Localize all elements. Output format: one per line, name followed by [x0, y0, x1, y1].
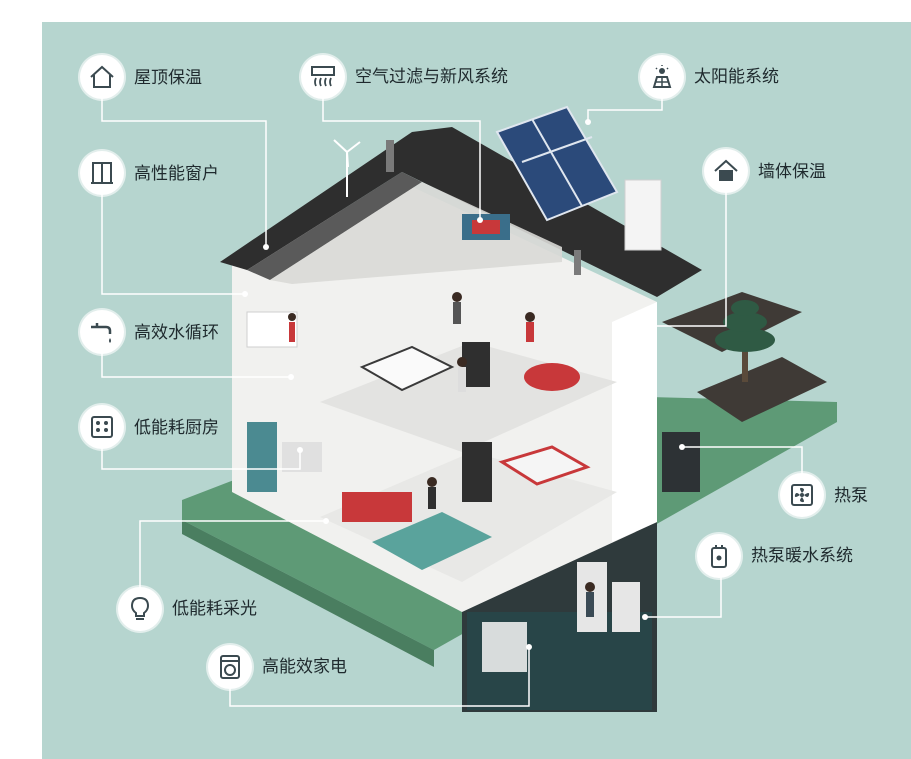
- label-roof-insulation: 屋顶保温: [134, 68, 202, 88]
- stove-icon: [80, 405, 124, 449]
- solar-panel-icon: [640, 55, 684, 99]
- label-heat-pump-hot-water: 热泵暖水系统: [751, 546, 853, 566]
- chimney: [624, 179, 662, 251]
- leader-windows: [101, 193, 245, 295]
- garden-bed: [697, 357, 827, 422]
- leader-appliances: [229, 647, 530, 707]
- red-rug: [524, 363, 580, 391]
- label-low-energy-kitchen: 低能耗厨房: [134, 418, 219, 438]
- label-low-energy-lighting: 低能耗采光: [172, 599, 257, 619]
- leader-solar: [587, 90, 663, 122]
- solar-panel: [495, 105, 619, 222]
- faucet-icon: [80, 310, 124, 354]
- roof: [220, 127, 702, 297]
- leader-water: [101, 352, 291, 378]
- label-heat-pump: 热泵: [834, 486, 868, 506]
- infographic-canvas: 屋顶保温 高性能窗户 高效水循环 低能耗厨房 低能耗采光 高能效家电 空气过滤与…: [42, 22, 911, 759]
- lightbulb-icon: [118, 587, 162, 631]
- fan-icon: [780, 473, 824, 517]
- heat-pump-unit: [662, 432, 700, 492]
- bed: [359, 345, 455, 392]
- leader-lighting: [139, 520, 326, 595]
- leader-ventilation: [322, 97, 481, 220]
- leader-endpoints: [242, 119, 685, 650]
- label-air-filtration-ventilation: 空气过滤与新风系统: [355, 67, 508, 87]
- washing-machine-icon: [208, 645, 252, 689]
- wind-turbine: [333, 139, 361, 197]
- label-efficient-water-cycle: 高效水循环: [134, 323, 219, 343]
- window-icon: [80, 151, 124, 195]
- label-efficient-appliances: 高能效家电: [262, 657, 347, 677]
- leader-roof: [101, 97, 267, 247]
- sofa: [342, 492, 412, 522]
- label-solar-system: 太阳能系统: [694, 67, 779, 87]
- label-wall-insulation: 墙体保温: [758, 162, 826, 182]
- house-filled-icon: [704, 149, 748, 193]
- tree: [715, 300, 775, 382]
- house-outline-icon: [80, 55, 124, 99]
- leader-kitchen: [101, 447, 301, 470]
- leader-hotwater: [645, 572, 722, 618]
- house-illustration: [101, 90, 837, 712]
- air-filter-icon: [301, 55, 345, 99]
- label-high-performance-windows: 高性能窗户: [134, 164, 219, 184]
- leader-walls: [617, 193, 727, 327]
- water-heater-icon: [697, 534, 741, 578]
